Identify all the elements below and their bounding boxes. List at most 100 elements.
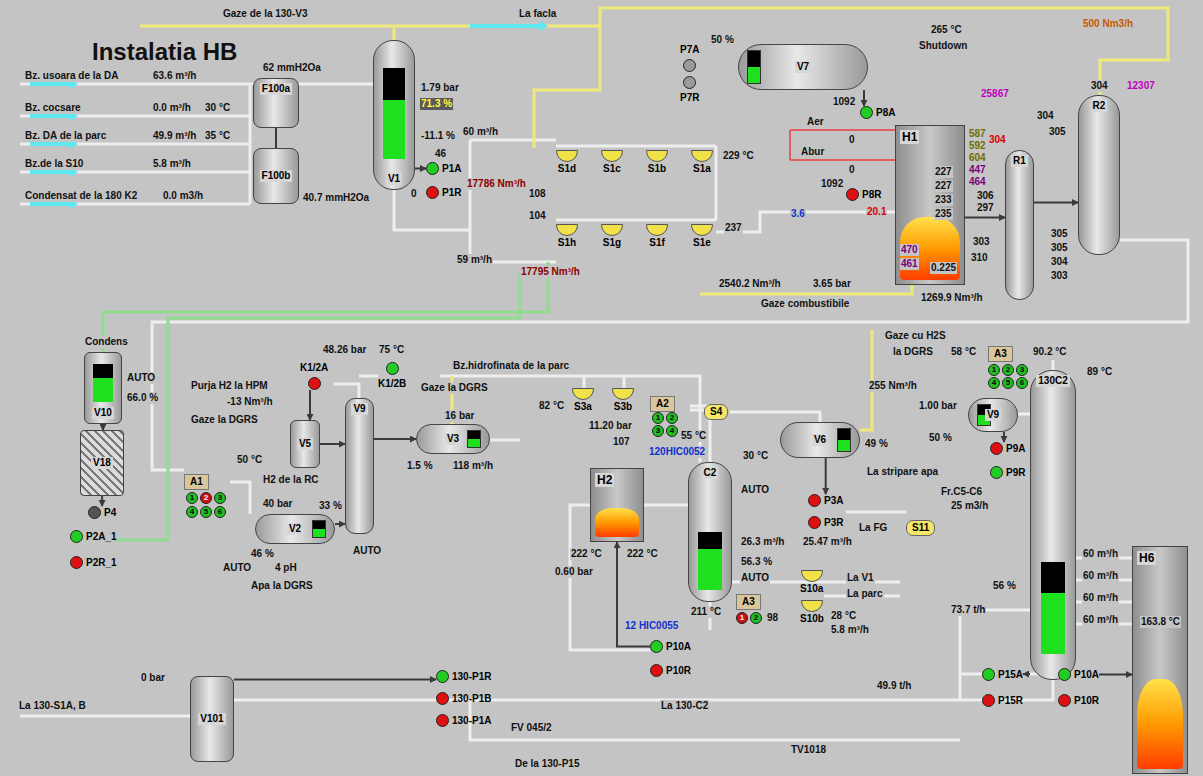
value-label: 25867 (980, 88, 1010, 100)
value-label: 28 °C (830, 610, 857, 622)
pump-circle (70, 530, 83, 543)
value-label: 49.9 t/h (876, 680, 912, 692)
fan-status: 4 (988, 377, 1000, 389)
value-label: 306 (976, 190, 995, 202)
pipe-connector (1099, 674, 1132, 676)
exchanger-icon (691, 224, 713, 236)
furnace: H6 (1132, 546, 1188, 774)
value-label: 71.3 % (420, 98, 453, 110)
pump-circle (650, 664, 663, 677)
value-label: 50 % (928, 432, 953, 444)
node-label: V101 (198, 713, 225, 725)
value-label: 305 (1050, 228, 1069, 240)
node-label: H6 (1137, 551, 1156, 565)
level-liquid (383, 100, 405, 159)
value-label: 63.6 m³/h (152, 70, 197, 82)
pump-circle (860, 106, 873, 119)
node-label: P10R (1074, 695, 1099, 707)
process-vessel: V7 (738, 44, 868, 90)
value-label: 25 m3/h (950, 500, 989, 512)
pipe-connector (101, 496, 103, 506)
process-vessel: V9 (968, 398, 1018, 432)
level-gauge (747, 50, 761, 84)
pipe-connector (234, 679, 436, 681)
node-label: 130C2 (1036, 375, 1069, 387)
node-label: V10 (92, 407, 114, 419)
node-label: P2A_1 (86, 531, 117, 543)
pump-circle (982, 668, 995, 681)
value-label: H2 de la RC (262, 474, 320, 486)
heat-exchanger: S1b (646, 150, 668, 175)
value-label: 470 (900, 244, 919, 256)
value-label: Bz. usoara de la DA (24, 70, 119, 82)
value-label: Apa la DGRS (250, 580, 314, 592)
exchanger-icon (646, 224, 668, 236)
node-label: V1 (386, 173, 402, 185)
fan-status: 5 (200, 506, 212, 518)
fan-status: 5 (1002, 377, 1014, 389)
value-label: 227 (934, 180, 953, 192)
value-label: 592 (968, 140, 987, 152)
node-label: P7R (680, 92, 699, 104)
value-label: 33 % (318, 500, 343, 512)
value-label: 4 pH (274, 562, 298, 574)
value-label: AUTO (352, 545, 382, 557)
process-vessel: V101 (190, 676, 234, 762)
pump-circle (808, 494, 821, 507)
value-label: De la 130-P15 (514, 758, 581, 770)
node-label: P8R (862, 189, 881, 201)
node-label: R1 (1011, 155, 1028, 167)
pipe-connector (965, 217, 1005, 219)
value-label: 0.0 m³/h (152, 102, 192, 114)
process-vessel: R1 (1005, 150, 1034, 300)
pipe-connector (275, 128, 277, 148)
pump-circle (426, 162, 439, 175)
pump: P3R (808, 516, 843, 529)
value-label: 104 (528, 210, 547, 222)
value-label: 35 °C (204, 130, 231, 142)
value-label: -13 Nm³/h (226, 396, 274, 408)
value-label: 304 (988, 134, 1007, 146)
node-label: V5 (297, 438, 313, 450)
air-cooler: A1 (184, 474, 209, 490)
value-label: 2540.2 Nm³/h (718, 278, 782, 290)
value-label: 229 °C (722, 150, 755, 162)
pump: P3A (808, 494, 843, 507)
node-label: P3R (824, 517, 843, 529)
value-label: Bz.hidrofinata de la parc (452, 360, 570, 372)
fan-status: 4 (666, 425, 678, 437)
value-label: la DGRS (892, 346, 934, 358)
pump: P10A (650, 640, 691, 653)
node-label: S4 (710, 406, 722, 417)
value-label: 304 (1090, 80, 1109, 92)
value-label: 56.3 % (740, 556, 773, 568)
value-label: La FG (858, 522, 888, 534)
heat-exchanger: S3a (572, 388, 594, 413)
node-label: S3b (614, 401, 632, 413)
value-label: 1.79 bar (420, 82, 460, 94)
process-vessel: V6 (780, 422, 860, 458)
value-label: 447 (968, 164, 987, 176)
value-label: 303 (972, 236, 991, 248)
exchanger-icon (691, 150, 713, 162)
node-label: V7 (795, 61, 811, 73)
value-label: 303 (1050, 270, 1069, 282)
heat-exchanger: S10b (800, 600, 824, 625)
value-label: 50 °C (236, 454, 263, 466)
process-vessel: V9 (345, 398, 374, 534)
fan-status: 6 (1016, 377, 1028, 389)
pump: P15R (982, 694, 1023, 707)
pump: P8R (846, 188, 881, 201)
pipe-connector (1023, 673, 1030, 675)
value-label: FV 045/2 (510, 722, 553, 734)
pump-circle (1058, 668, 1071, 681)
pump: K1/2B (378, 362, 406, 390)
node-label: A3 (742, 596, 755, 607)
node-label: A2 (656, 398, 669, 409)
process-vessel: V5 (290, 420, 320, 468)
node-label: 130-P1R (452, 671, 491, 683)
value-label: 98 (766, 612, 779, 624)
exchanger-icon (601, 224, 623, 236)
value-label: 500 Nm3/h (1082, 18, 1134, 30)
